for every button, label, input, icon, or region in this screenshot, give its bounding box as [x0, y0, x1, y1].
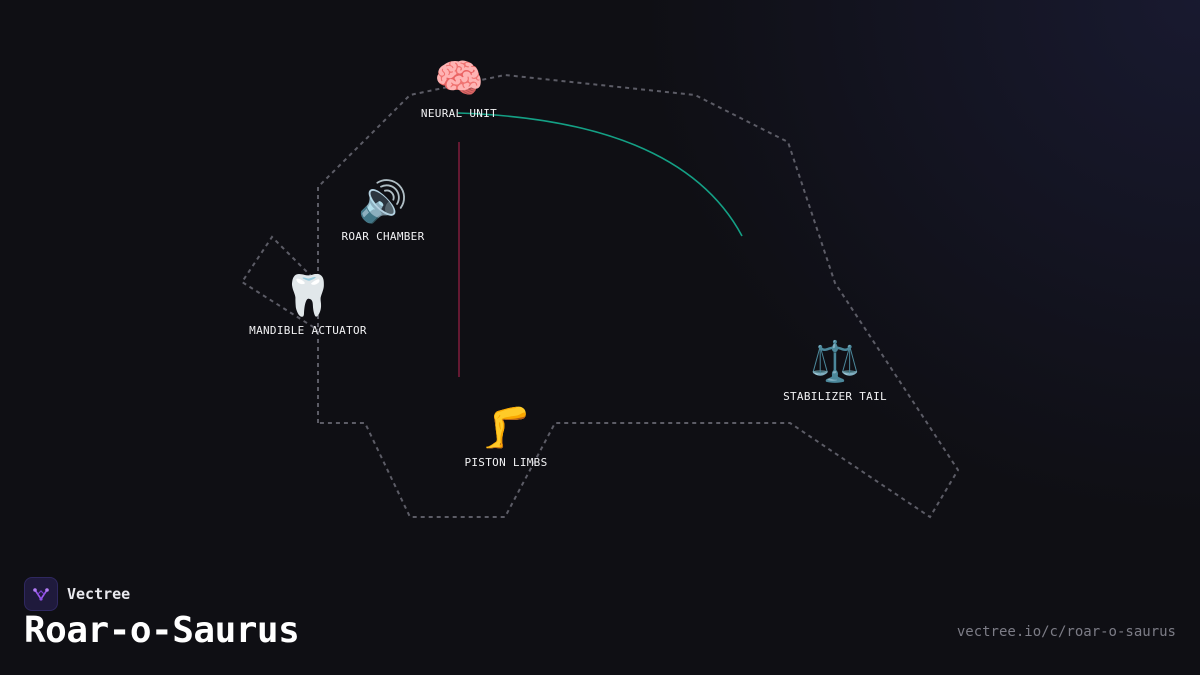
speaker-icon: 🔊 — [358, 179, 408, 225]
node-label: MANDIBLE ACTUATOR — [249, 324, 367, 337]
brand-name: Vectree — [67, 585, 131, 603]
node-label: PISTON LIMBS — [464, 456, 548, 469]
node-piston-limbs[interactable]: 🦵 PISTON LIMBS — [426, 404, 586, 469]
brain-icon: 🧠 — [434, 56, 484, 102]
node-roar-chamber[interactable]: 🔊 ROAR CHAMBER — [303, 178, 463, 243]
vectree-logo-icon — [24, 577, 58, 611]
node-stabilizer-tail[interactable]: ⚖️ STABILIZER TAIL — [755, 338, 915, 403]
body-outline — [317, 73, 960, 519]
node-label: NEURAL UNIT — [420, 107, 498, 120]
node-mandible-actuator[interactable]: 🦷 MANDIBLE ACTUATOR — [228, 272, 388, 337]
jaw-outline — [240, 235, 319, 331]
page-title: Roar-o-Saurus — [24, 610, 300, 651]
leg-icon: 🦵 — [481, 405, 531, 451]
tooth-icon: 🦷 — [283, 273, 333, 319]
signal-arc — [457, 112, 743, 237]
share-url[interactable]: vectree.io/c/roar-o-saurus — [956, 624, 1176, 640]
node-label: ROAR CHAMBER — [341, 230, 425, 243]
brand[interactable]: Vectree — [24, 577, 130, 611]
balance-scale-icon: ⚖️ — [810, 339, 860, 385]
node-label: STABILIZER TAIL — [783, 390, 887, 403]
node-neural-unit[interactable]: 🧠 NEURAL UNIT — [379, 55, 539, 120]
